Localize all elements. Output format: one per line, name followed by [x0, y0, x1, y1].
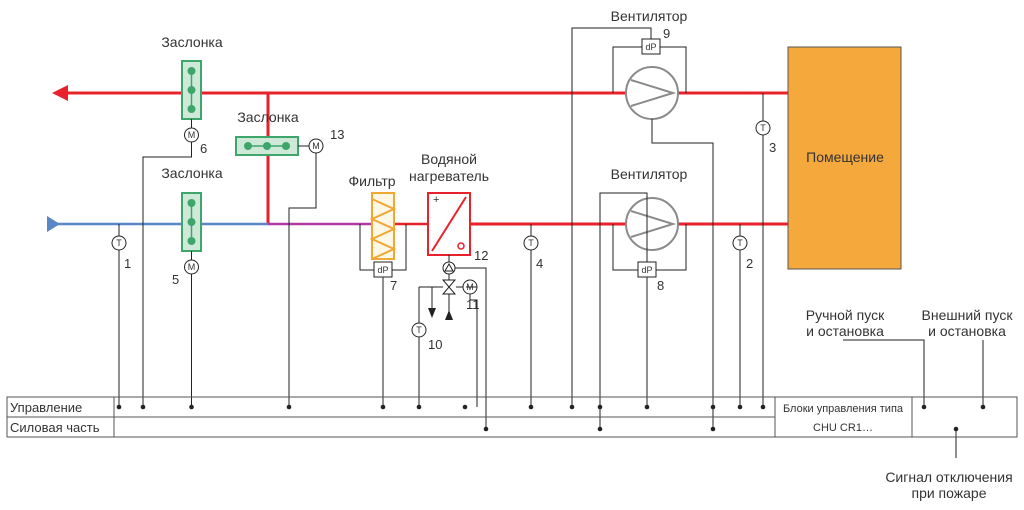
svg-text:M: M — [312, 141, 320, 151]
svg-text:dP: dP — [641, 265, 652, 275]
room-label: Помещение — [806, 149, 884, 165]
temperature-sensor-icon: T — [411, 322, 427, 338]
room-box — [787, 46, 902, 270]
fan-top-label: Вентилятор — [611, 8, 688, 24]
differential-pressure-sensor-icon: dP — [637, 261, 657, 278]
number-11: 11 — [466, 297, 480, 312]
damper-icon — [181, 60, 202, 120]
control-row-label: Управление — [10, 400, 82, 415]
number-4: 4 — [536, 256, 543, 271]
power-row-label: Силовая часть — [10, 420, 100, 435]
svg-text:T: T — [116, 238, 122, 248]
wiring-junction-dots — [116, 404, 986, 432]
filter-icon — [369, 192, 397, 260]
external-start-line1: Внешний пуск — [922, 307, 1014, 323]
temperature-sensor-icon: T — [755, 120, 771, 136]
svg-text:M: M — [188, 130, 196, 140]
svg-text:+: + — [433, 194, 439, 206]
heater-label-line1: Водяной — [421, 151, 477, 167]
number-8: 8 — [657, 278, 664, 293]
number-2: 2 — [746, 256, 753, 271]
number-3: 3 — [769, 140, 776, 155]
temperature-sensor-icon: T — [523, 235, 539, 251]
temperature-sensor-icon: T — [111, 235, 127, 251]
svg-text:T: T — [760, 123, 766, 133]
damper-bottom-label: Заслонка — [161, 165, 223, 181]
pump-icon — [442, 261, 456, 275]
fan-icon — [625, 66, 679, 120]
svg-text:dP: dP — [377, 265, 388, 275]
manual-start-line1: Ручной пуск — [806, 307, 885, 323]
number-9: 9 — [663, 26, 670, 41]
differential-pressure-sensor-icon: dP — [373, 261, 393, 278]
control-units-line2: CHU CR1… — [813, 422, 873, 434]
external-start-line2: и остановка — [928, 323, 1006, 339]
svg-text:M: M — [188, 262, 196, 272]
number-1: 1 — [124, 256, 131, 271]
motor-icon: M — [308, 138, 324, 154]
damper-mid-label: Заслонка — [237, 109, 299, 125]
control-units-line1: Блоки управления типа — [783, 403, 904, 415]
heater-label-line2: нагреватель — [409, 168, 489, 184]
outdoor-air-duct — [47, 216, 268, 232]
filter-label: Фильтр — [348, 173, 395, 189]
damper-icon — [235, 136, 299, 156]
svg-text:T: T — [416, 325, 422, 335]
fire-signal-line2: при пожаре — [911, 485, 986, 501]
number-13: 13 — [330, 127, 344, 142]
fire-signal-line1: Сигнал отключения — [885, 469, 1012, 485]
water-heater-icon: + — [427, 192, 471, 256]
damper-top-label: Заслонка — [161, 34, 223, 50]
valve-icon — [441, 279, 463, 295]
number-10: 10 — [428, 337, 442, 352]
number-7: 7 — [390, 278, 397, 293]
manual-start-line2: и остановка — [806, 323, 884, 339]
fan-bottom-label: Вентилятор — [611, 166, 688, 182]
control-wiring — [118, 27, 984, 458]
damper-icon — [181, 192, 202, 252]
motor-icon: M — [184, 127, 199, 143]
temperature-sensor-icon: T — [732, 235, 748, 251]
svg-text:T: T — [737, 238, 743, 248]
svg-text:dP: dP — [645, 42, 656, 52]
motor-icon: M — [184, 259, 199, 275]
number-5: 5 — [172, 272, 179, 287]
differential-pressure-sensor-icon: dP — [641, 38, 661, 55]
number-6: 6 — [200, 141, 207, 156]
number-12: 12 — [474, 248, 488, 263]
fan-icon — [625, 197, 679, 251]
svg-text:T: T — [528, 238, 534, 248]
exhaust-air-duct — [52, 85, 811, 101]
control-panel — [6, 396, 1018, 438]
